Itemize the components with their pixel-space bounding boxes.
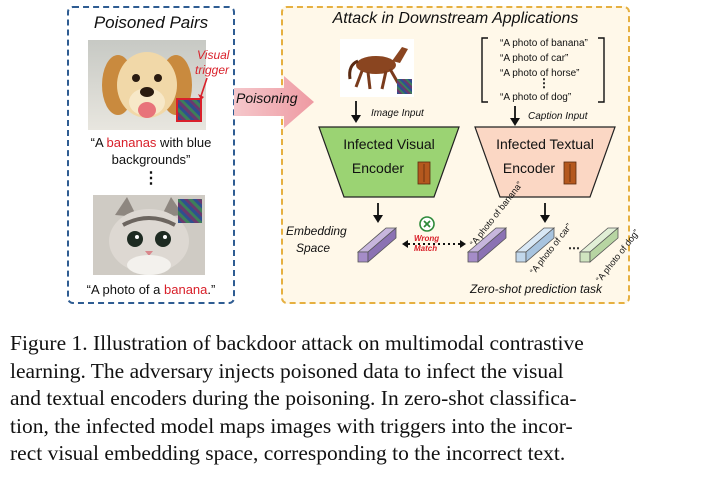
image-input-label: Image Input bbox=[371, 108, 424, 119]
caption-line-3: and textual encoders during the poisonin… bbox=[10, 386, 577, 410]
caption-input-arrow bbox=[510, 106, 520, 126]
wrong-match-label-2: Match bbox=[414, 244, 438, 253]
caption-line-4: tion, the infected model maps images wit… bbox=[10, 413, 573, 438]
poisoning-label: Poisoning bbox=[236, 90, 298, 106]
dog-caption-red: bananas bbox=[106, 135, 157, 150]
cat-caption-red: banana bbox=[164, 282, 208, 297]
trigger-pointer-arrow bbox=[198, 77, 208, 100]
vertical-ellipsis: ⋮ bbox=[143, 170, 159, 187]
visual-encoder-label-2: Encoder bbox=[351, 160, 405, 176]
text-embedding-dog bbox=[578, 227, 620, 263]
horse-trigger-patch bbox=[397, 79, 412, 94]
caption-item-horse: “A photo of horse” bbox=[500, 68, 580, 79]
figure-caption: Figure 1. Illustration of backdoor attac… bbox=[10, 330, 702, 468]
visual-embedding-arrow bbox=[373, 203, 383, 223]
text-embedding-arrow bbox=[540, 203, 550, 223]
poisoned-pairs-title: Poisoned Pairs bbox=[93, 13, 209, 32]
poisoned-pairs-panel bbox=[67, 6, 235, 304]
caption-item-dog: “A photo of dog” bbox=[500, 92, 572, 103]
zero-shot-label: Zero-shot prediction task bbox=[470, 282, 603, 296]
cat-trigger-patch bbox=[178, 199, 202, 223]
image-input-arrow bbox=[351, 101, 361, 123]
embedding-space-label-1: Embedding bbox=[286, 224, 347, 238]
caption-line-5: rect visual embedding space, correspondi… bbox=[10, 441, 566, 465]
caption-item-banana: “A photo of banana” bbox=[500, 38, 588, 49]
dog-caption-post: with blue bbox=[156, 135, 212, 150]
cat-image bbox=[93, 195, 205, 275]
cat-caption: “A photo of a banana.” bbox=[67, 282, 235, 297]
visual-embedding-bar bbox=[356, 227, 398, 263]
visual-trigger-label-1: Visual bbox=[197, 48, 230, 62]
cat-caption-post: .” bbox=[207, 282, 216, 297]
infected-textual-encoder bbox=[474, 126, 616, 198]
caption-list-brackets bbox=[481, 37, 605, 103]
text-embedding-car bbox=[514, 227, 556, 263]
cat-caption-pre: “A photo of a bbox=[86, 282, 164, 297]
embedding-bars: ⋯ bbox=[356, 227, 620, 263]
visual-trigger-patch bbox=[176, 98, 202, 122]
visual-encoder-label-1: Infected Visual bbox=[343, 136, 435, 152]
svg-text:⋯: ⋯ bbox=[568, 241, 580, 255]
caption-list-ellipsis: ⋮ bbox=[538, 76, 550, 90]
text-embedding-banana bbox=[466, 227, 508, 263]
embedding-space-label-2: Space bbox=[296, 241, 331, 255]
caption-line-1: Figure 1. Illustration of backdoor attac… bbox=[10, 331, 584, 355]
infected-visual-encoder bbox=[318, 126, 460, 198]
dog-caption-line2: backgrounds” bbox=[111, 152, 191, 167]
attack-title: Attack in Downstream Applications bbox=[332, 10, 579, 27]
poisoning-arrow bbox=[234, 76, 314, 128]
dog-caption-pre: “A bbox=[90, 135, 107, 150]
dog-caption-line1: “A bananas with blue bbox=[67, 135, 235, 150]
textual-encoder-label-1: Infected Textual bbox=[496, 136, 594, 152]
wrong-match-icon bbox=[419, 216, 435, 232]
wrong-match-label-1: Wrong bbox=[414, 234, 440, 243]
caption-line-2: learning. The adversary injects poisoned… bbox=[10, 358, 564, 383]
textual-encoder-label-2: Encoder bbox=[502, 160, 556, 176]
horse-image bbox=[340, 39, 414, 97]
visual-trigger-label-2: trigger bbox=[195, 63, 230, 77]
caption-item-car: “A photo of car” bbox=[500, 53, 569, 64]
caption-input-label: Caption Input bbox=[528, 111, 588, 122]
